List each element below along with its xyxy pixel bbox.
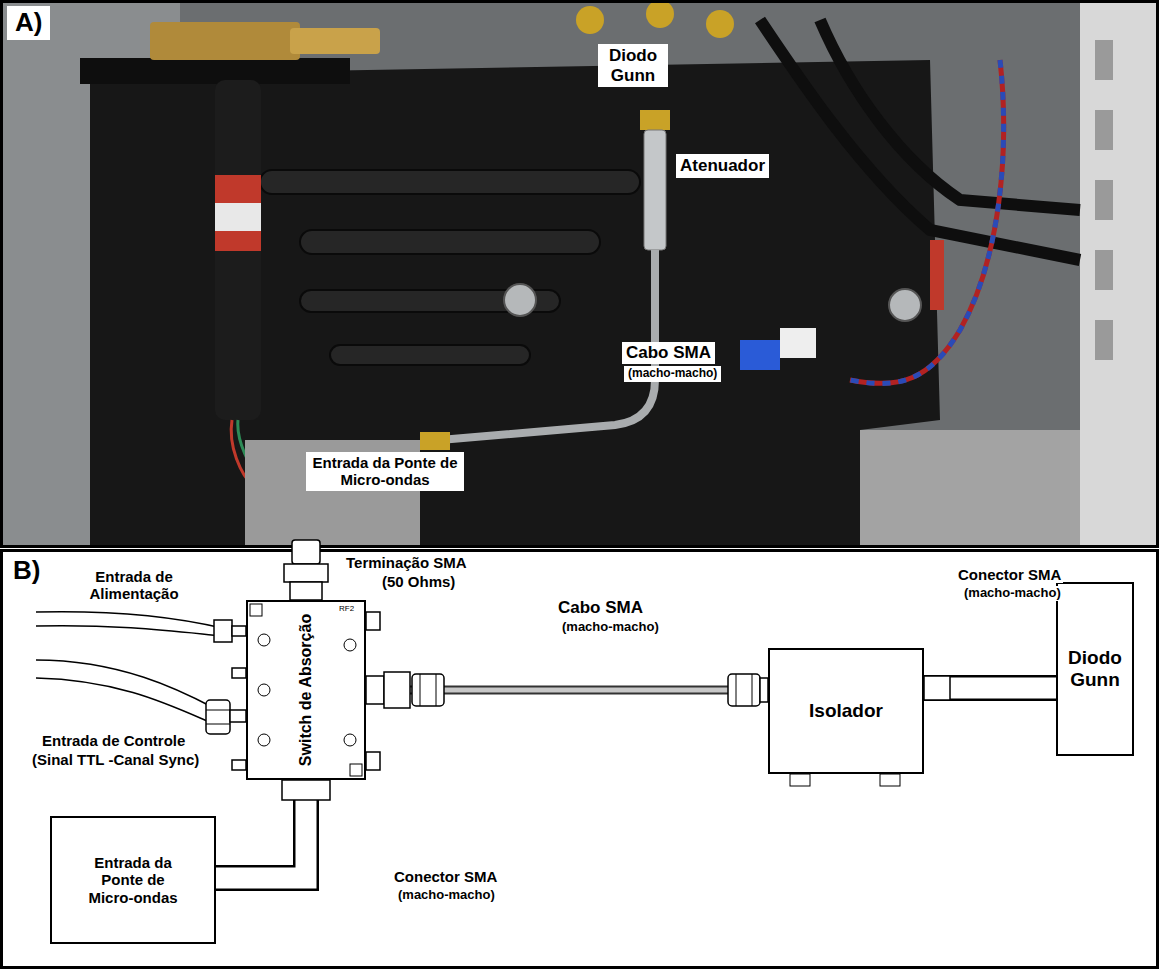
node-text: Entrada da Ponte de Micro-ondas (77, 854, 189, 906)
callout-label: (macho-macho) (624, 366, 721, 382)
callout-label: (50 Ohms) (380, 573, 457, 590)
bridge-input-box: Entrada da Ponte de Micro-ondas (50, 816, 216, 944)
callout-label: A) (7, 6, 50, 40)
callout-label: (macho-macho) (396, 888, 497, 903)
node-text: Isolador (809, 700, 883, 722)
callout-label: B) (7, 555, 46, 587)
callout-label: Conector SMA (956, 566, 1063, 583)
isolator-box: Isolador (768, 648, 924, 774)
cable-stroke (924, 675, 1056, 701)
callout-label: Terminação SMA (344, 554, 469, 571)
callout-label: (Sinal TTL -Canal Sync) (30, 751, 201, 768)
callout-label: Atenuador (676, 154, 769, 178)
switch-device: Switch de Absorção (246, 600, 366, 780)
callout-label: Entrada de Controle (40, 732, 187, 749)
callout-label: Entrada de Alimentação (66, 568, 202, 603)
callout-label: Entrada da Ponte de Micro-ondas (306, 452, 464, 491)
callout-label: Diodo Gunn (598, 44, 668, 87)
callout-label: (macho-macho) (560, 620, 661, 635)
node-text: Switch de Absorção (297, 614, 315, 766)
callout-label: Conector SMA (392, 868, 499, 885)
callout-label: (macho-macho) (962, 586, 1063, 601)
callout-label: Cabo SMA (556, 598, 645, 618)
callout-label: Cabo SMA (622, 342, 715, 364)
photo-illustration (0, 0, 1159, 548)
node-text: Diodo Gunn (1062, 647, 1128, 691)
callout-label: RF2 (338, 604, 355, 613)
gunn-diode-box: Diodo Gunn (1056, 582, 1134, 756)
